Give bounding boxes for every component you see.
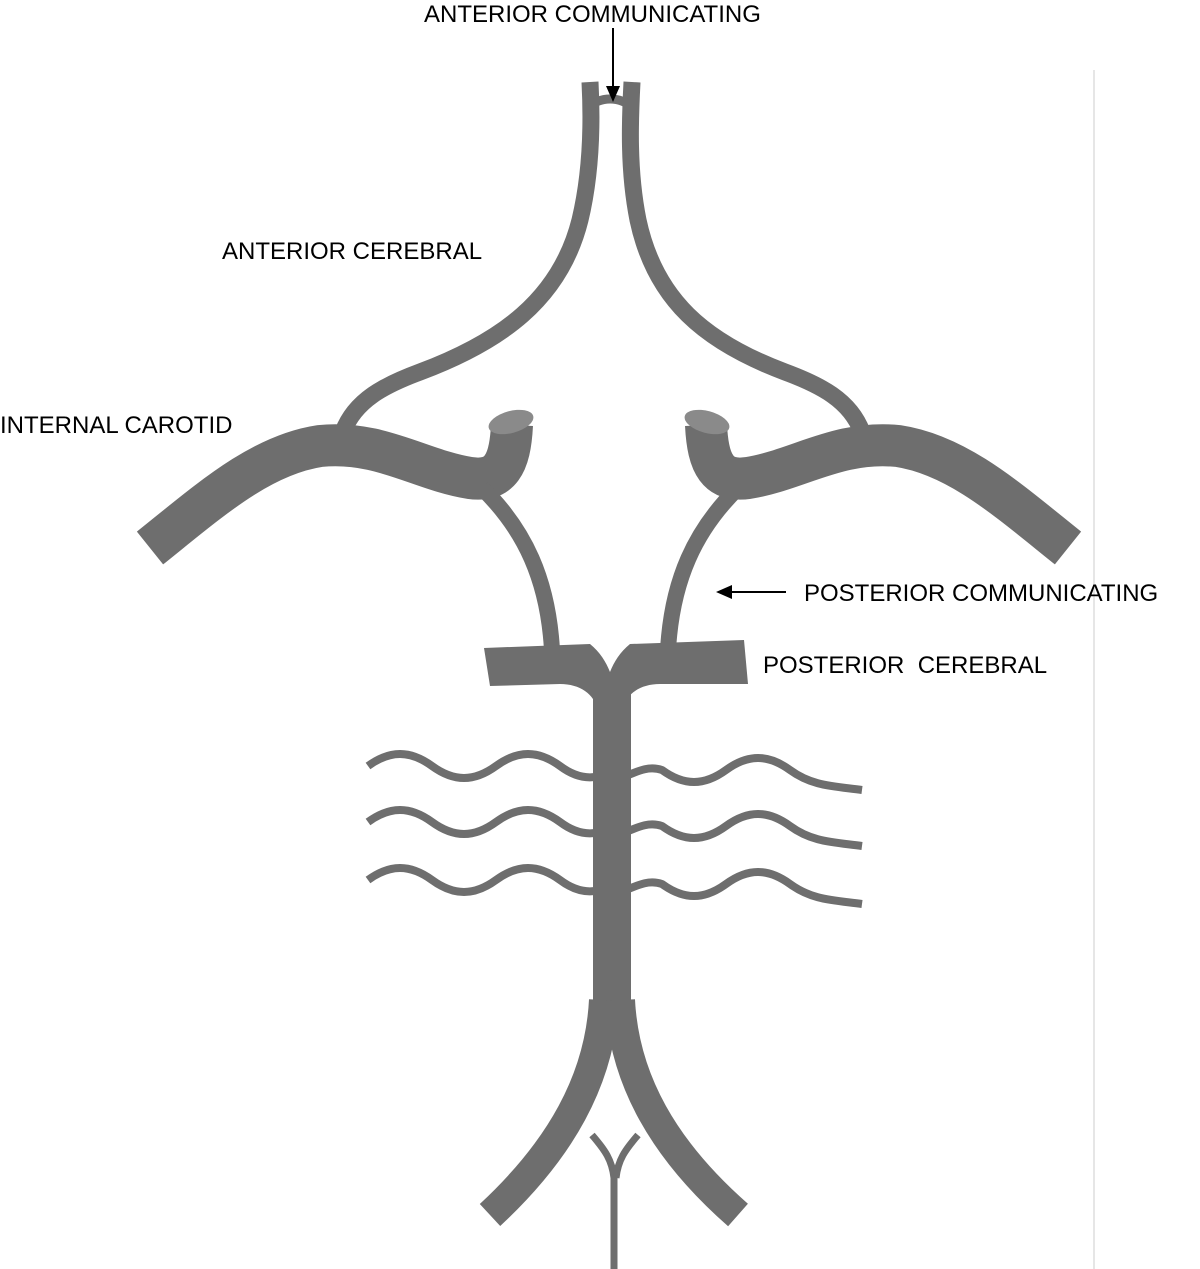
anterior-cerebral-arteries (335, 81, 870, 436)
pontine-branch-right-1 (624, 754, 863, 794)
left-small-branch (589, 1132, 618, 1269)
pontine-branch-left-1 (365, 750, 602, 782)
label-posterior-cerebral: POSTERIOR CEREBRAL (763, 652, 1047, 679)
posterior-cerebral-arteries (484, 640, 748, 710)
pontine-branch-left-2 (365, 806, 602, 838)
right-carotid-opening (684, 409, 730, 435)
label-anterior-communicating: ANTERIOR COMMUNICATING (424, 1, 761, 28)
left-anterior-cerebral-artery (335, 81, 600, 436)
pontine-branch-right-3 (624, 868, 863, 908)
right-vertebral-artery (605, 999, 748, 1227)
pontine-branch-right-2 (624, 810, 863, 850)
pontine-branch-left-3 (365, 864, 602, 896)
left-posterior-communicating-artery (476, 482, 560, 651)
right-posterior-communicating-artery (660, 482, 744, 651)
right-small-branch (612, 1132, 641, 1179)
label-posterior-communicating: POSTERIOR COMMUNICATING (804, 580, 1158, 607)
label-internal-carotid: INTERNAL CAROTID (0, 412, 232, 439)
right-internal-carotid-artery (685, 423, 1082, 565)
anterior-communicating-pointer (606, 28, 620, 102)
anterior-communicating-arrow-head (606, 86, 620, 102)
left-internal-carotid-artery (136, 423, 533, 565)
posterior-communicating-arteries (476, 482, 744, 651)
posterior-communicating-pointer (716, 585, 786, 599)
left-carotid-opening (488, 409, 534, 435)
posterior-communicating-arrow-head (716, 585, 732, 599)
right-anterior-cerebral-artery (621, 81, 870, 436)
basilar-vertebral-system (479, 690, 748, 1269)
label-anterior-cerebral: ANTERIOR CEREBRAL (222, 238, 482, 265)
internal-carotid-arteries (136, 409, 1082, 565)
anterior-communicating-artery (584, 94, 637, 112)
left-vertebral-artery (479, 999, 619, 1226)
posterior-cerebral-block (484, 640, 748, 710)
pontine-branches (365, 750, 863, 908)
